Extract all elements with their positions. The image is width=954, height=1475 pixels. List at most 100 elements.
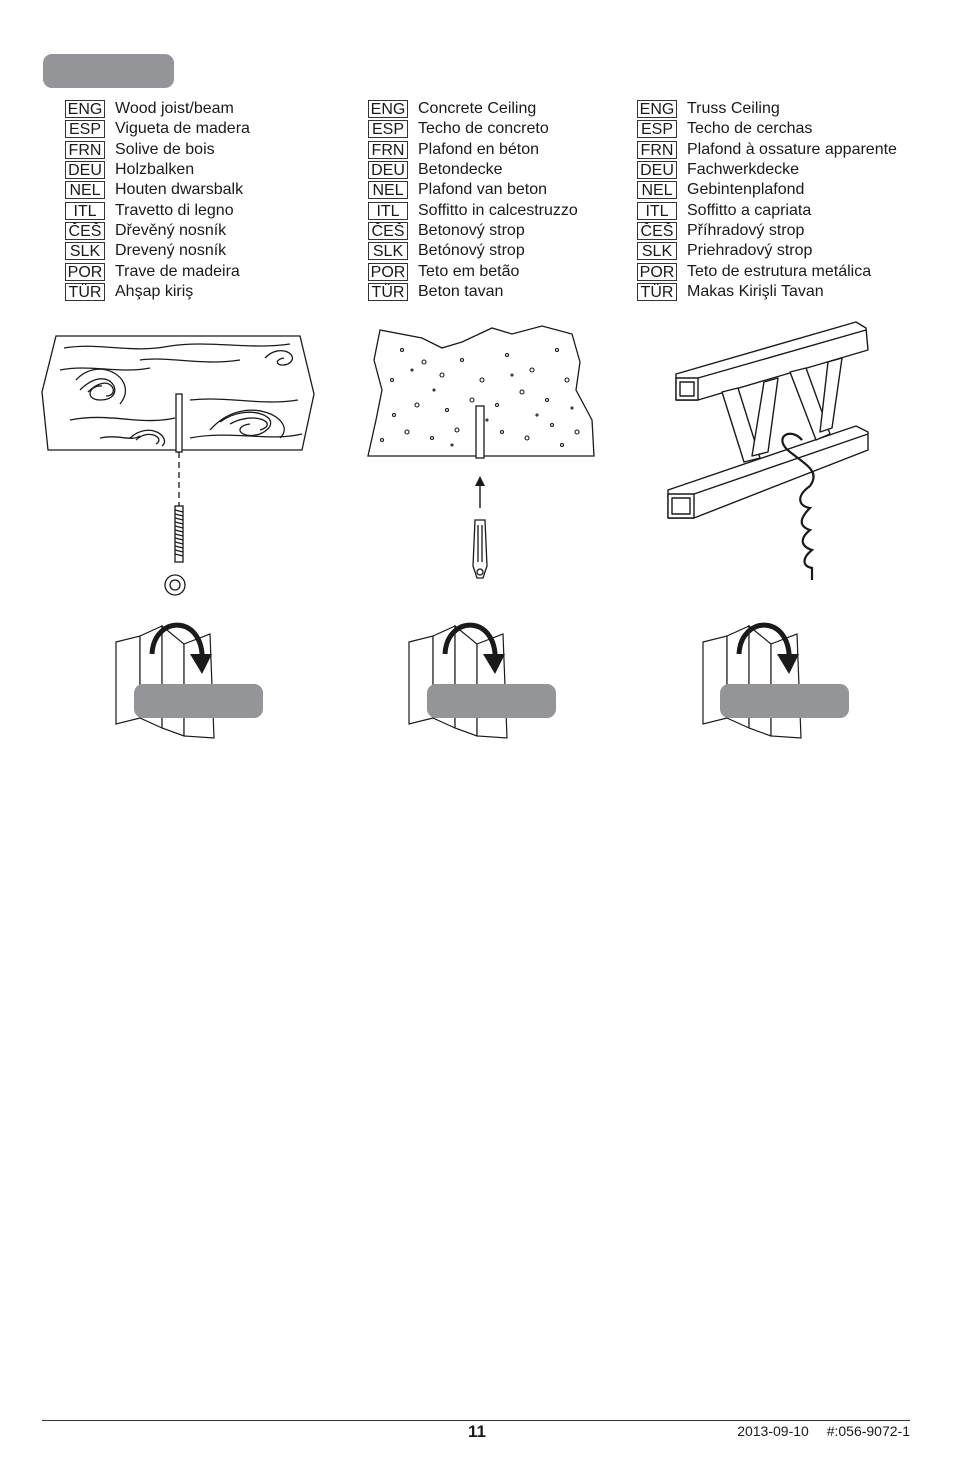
lang-code: DEU (368, 161, 408, 180)
lang-text: Plafond à ossature apparente (687, 140, 897, 158)
lang-code: TÜR (368, 282, 408, 301)
lang-row: POR Trave de madeira (65, 261, 250, 281)
lang-row: ESP Vigueta de madera (65, 119, 250, 139)
lang-code: ČEŠ (637, 221, 677, 240)
lang-text: Beton tavan (418, 282, 504, 300)
page-turn-icon (702, 622, 849, 739)
truss-ceiling-illustration (667, 321, 869, 580)
lang-code: SLK (65, 242, 105, 261)
lang-text: Priehradový strop (687, 242, 813, 260)
lang-text: Dřevěný nosník (115, 221, 227, 239)
lang-row: NEL Gebintenplafond (637, 180, 897, 200)
page-turn-icon (115, 622, 263, 739)
lang-row: DEU Betondecke (368, 160, 578, 180)
lang-text: Solive de bois (115, 140, 215, 158)
lang-code: DEU (637, 161, 677, 180)
lang-code: SLK (637, 242, 677, 261)
lang-code: ENG (637, 100, 677, 119)
lang-row: ITL Soffitto in calcestruzzo (368, 200, 578, 220)
lang-text: Teto em betão (418, 262, 520, 280)
lang-row: TÜR Makas Kirişli Tavan (637, 282, 897, 302)
lang-text: Wood joist/beam (115, 100, 234, 118)
lang-code: DEU (65, 161, 105, 180)
wood-beam-illustration (41, 335, 315, 596)
lang-text: Soffitto a capriata (687, 201, 812, 219)
lang-code: TÜR (637, 282, 677, 301)
lang-code: FRN (368, 140, 408, 159)
lang-text: Holzbalken (115, 161, 195, 179)
lang-row: ESP Techo de cerchas (637, 119, 897, 139)
lang-row: DEU Fachwerkdecke (637, 160, 897, 180)
lang-row: FRN Plafond à ossature apparente (637, 140, 897, 160)
lang-text: Truss Ceiling (687, 100, 780, 118)
lang-row: NEL Plafond van beton (368, 180, 578, 200)
lang-code: ITL (65, 201, 105, 220)
lang-row: POR Teto de estrutura metálica (637, 261, 897, 281)
lang-text: Techo de cerchas (687, 120, 813, 138)
lang-code: ESP (368, 120, 408, 139)
lang-text: Betonový strop (418, 221, 525, 239)
lang-text: Travetto di legno (115, 201, 234, 219)
lang-code: POR (65, 262, 105, 281)
lang-row: ČEŠ Dřevěný nosník (65, 221, 250, 241)
lang-list-concrete: ENG Concrete Ceiling ESP Techo de concreto… (368, 99, 578, 302)
footer-doc-id: #:056-9072-1 (826, 1423, 910, 1439)
lang-text: Ahşap kiriş (115, 282, 194, 300)
lang-code: SLK (368, 242, 408, 261)
lang-text: Trave de madeira (115, 262, 240, 280)
concrete-ceiling-illustration (367, 325, 595, 579)
lang-text: Techo de concreto (418, 120, 549, 138)
lang-row: ITL Soffitto a capriata (637, 200, 897, 220)
lang-text: Houten dwarsbalk (115, 181, 244, 199)
lang-code: ESP (65, 120, 105, 139)
lang-code: ČEŠ (368, 221, 408, 240)
lang-text: Makas Kirişli Tavan (687, 282, 824, 300)
lang-code: TÜR (65, 282, 105, 301)
lang-code: ITL (637, 201, 677, 220)
lang-code: NEL (637, 181, 677, 200)
lang-row: ITL Travetto di legno (65, 200, 250, 220)
lang-row: SLK Priehradový strop (637, 241, 897, 261)
lang-code: ENG (65, 100, 105, 119)
footer-divider (42, 1420, 910, 1421)
lang-code: FRN (65, 140, 105, 159)
lang-text: Soffitto in calcestruzzo (418, 201, 578, 219)
lang-text: Betondecke (418, 161, 503, 179)
lang-text: Gebintenplafond (687, 181, 805, 199)
lang-text: Concrete Ceiling (418, 100, 537, 118)
page-turn-icon (408, 622, 556, 739)
section-header-pill (43, 54, 174, 88)
lang-row: ENG Truss Ceiling (637, 99, 897, 119)
lang-row: TÜR Beton tavan (368, 282, 578, 302)
lang-row: ESP Techo de concreto (368, 119, 578, 139)
lang-text: Teto de estrutura metálica (687, 262, 872, 280)
lang-code: NEL (368, 181, 408, 200)
lang-code: FRN (637, 140, 677, 159)
lang-row: ENG Wood joist/beam (65, 99, 250, 119)
footer-date: 2013-09-10 (737, 1423, 809, 1439)
lang-code: NEL (65, 181, 105, 200)
lang-code: POR (368, 262, 408, 281)
lang-code: ITL (368, 201, 408, 220)
lang-text: Příhradový strop (687, 221, 805, 239)
lang-text: Plafond en béton (418, 140, 539, 158)
lang-text: Fachwerkdecke (687, 161, 800, 179)
lang-code: POR (637, 262, 677, 281)
lang-row: TÜR Ahşap kiriş (65, 282, 250, 302)
page-number: 11 (468, 1422, 486, 1441)
lang-code: ENG (368, 100, 408, 119)
lang-row: NEL Houten dwarsbalk (65, 180, 250, 200)
lang-code: ČEŠ (65, 221, 105, 240)
footer-meta: 2013-09-10 #:056-9072-1 (723, 1423, 910, 1439)
lang-row: ČEŠ Příhradový strop (637, 221, 897, 241)
lang-list-truss: ENG Truss Ceiling ESP Techo de cerchas FRN… (637, 99, 897, 302)
lang-text: Plafond van beton (418, 181, 547, 199)
lang-text: Vigueta de madera (115, 120, 250, 138)
lang-row: DEU Holzbalken (65, 160, 250, 180)
lang-code: ESP (637, 120, 677, 139)
lang-row: ENG Concrete Ceiling (368, 99, 578, 119)
lang-row: FRN Solive de bois (65, 140, 250, 160)
